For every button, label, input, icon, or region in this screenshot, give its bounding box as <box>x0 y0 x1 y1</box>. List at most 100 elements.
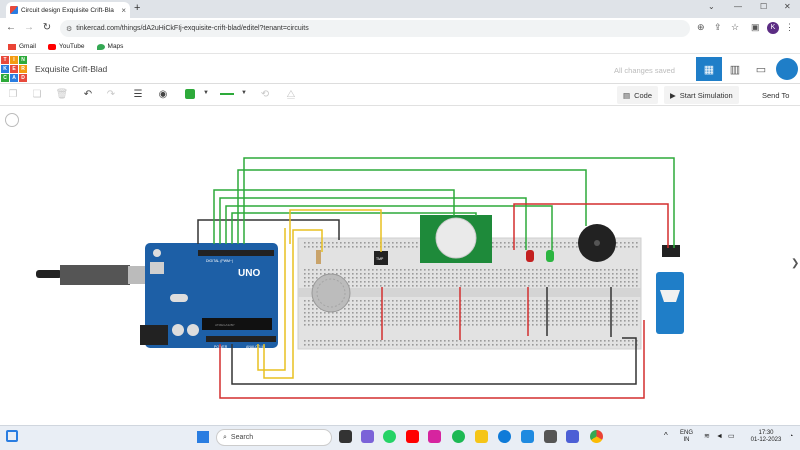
app-icon-grey[interactable] <box>544 430 557 443</box>
redo-icon[interactable]: ↷ <box>106 89 116 100</box>
breadboard-hole <box>632 281 634 283</box>
close-window-icon[interactable]: ✕ <box>784 2 791 11</box>
task-view-icon[interactable] <box>339 430 352 443</box>
breadboard-hole <box>424 277 426 279</box>
breadboard-hole <box>304 312 306 314</box>
edge-icon[interactable] <box>498 430 511 443</box>
notes-icon[interactable]: ☰ <box>133 89 143 100</box>
widgets-icon[interactable] <box>6 430 18 442</box>
language-indicator[interactable]: ENG IN <box>680 430 694 443</box>
minimize-icon[interactable]: — <box>734 2 742 11</box>
breadboard-hole <box>336 324 338 326</box>
resistor[interactable] <box>316 250 321 264</box>
notifications-icon[interactable]: ◔ <box>789 433 794 440</box>
wire-style-swatch[interactable] <box>220 93 234 95</box>
user-avatar[interactable] <box>776 58 798 80</box>
file-explorer-icon[interactable] <box>475 430 488 443</box>
side-panel-icon[interactable]: ▣ <box>751 22 760 32</box>
chevron-up-icon[interactable]: ^ <box>664 431 668 440</box>
breadboard-hole <box>552 304 554 306</box>
copy-icon[interactable]: ❐ <box>8 89 18 100</box>
reset-button[interactable] <box>153 249 161 257</box>
circuit-view-button[interactable]: ▦ <box>696 57 722 81</box>
gas-sensor[interactable] <box>311 273 351 313</box>
flip-icon[interactable]: ⧋ <box>286 89 296 100</box>
breadboard-hole <box>460 273 462 275</box>
taskbar-search[interactable]: ⌕ Search <box>216 429 332 446</box>
close-tab-icon[interactable]: × <box>121 5 126 15</box>
paste-icon[interactable]: ❏ <box>32 89 42 100</box>
breadboard-hole <box>420 340 422 342</box>
reload-icon[interactable]: ↻ <box>42 22 52 33</box>
youtube-app-icon[interactable] <box>406 430 419 443</box>
app-icon-indigo[interactable] <box>566 430 579 443</box>
breadboard-hole <box>368 269 370 271</box>
spotify-icon[interactable] <box>452 430 465 443</box>
windows-start-icon[interactable] <box>197 431 209 443</box>
red-led[interactable] <box>526 250 534 262</box>
chevron-down-icon[interactable]: ▼ <box>203 90 209 96</box>
bookmark-gmail[interactable]: Gmail <box>8 43 36 50</box>
breadboard-hole <box>632 246 634 248</box>
send-to-button[interactable]: Send To <box>762 90 790 100</box>
new-tab-button[interactable]: + <box>134 2 141 14</box>
breadboard-hole <box>560 304 562 306</box>
breadboard-hole <box>432 344 434 346</box>
browser-tab[interactable]: Circuit design Exquisite Crift-Bla × <box>6 2 130 18</box>
app-icon-blue[interactable] <box>521 430 534 443</box>
start-simulation-button[interactable]: ▶Start Simulation <box>664 86 739 104</box>
maximize-icon[interactable]: ☐ <box>760 2 768 11</box>
breadboard-hole <box>476 285 478 287</box>
breadboard-hole <box>492 242 494 244</box>
menu-icon[interactable]: ⋮ <box>785 22 794 32</box>
breadboard-hole <box>516 273 518 275</box>
visibility-icon[interactable]: ◉ <box>158 89 168 100</box>
components-list-button[interactable]: ▥ <box>722 57 748 81</box>
site-info-icon[interactable]: ⚙ <box>66 25 73 33</box>
breadboard-hole <box>444 277 446 279</box>
clock[interactable]: 17:30 01-12-2023 <box>750 430 782 443</box>
schematic-view-button[interactable]: ▭ <box>748 57 774 81</box>
breadboard-hole <box>400 304 402 306</box>
circuit-drawing[interactable]: UNO DIGITAL (PWM~) POWER ANALOG IN ATMEG… <box>0 106 800 425</box>
wifi-icon[interactable]: ≋ <box>704 433 710 440</box>
green-led[interactable] <box>546 250 554 262</box>
chevron-down-icon[interactable]: ⌄ <box>708 2 715 11</box>
profile-avatar[interactable]: K <box>767 22 779 34</box>
whatsapp-icon[interactable] <box>383 430 396 443</box>
expand-panel-icon[interactable]: ❯ <box>791 258 800 269</box>
breadboard-hole <box>556 242 558 244</box>
code-button[interactable]: ▤Code <box>617 86 659 104</box>
breadboard-hole <box>412 312 414 314</box>
bookmark-youtube[interactable]: YouTube <box>47 43 85 50</box>
chevron-down-icon[interactable]: ▼ <box>241 90 247 96</box>
bookmark-star-icon[interactable]: ☆ <box>731 22 740 32</box>
delete-icon[interactable]: 🗑 <box>55 89 69 100</box>
undo-icon[interactable]: ↶ <box>83 89 93 100</box>
fill-color-swatch[interactable] <box>185 89 195 99</box>
breadboard-hole <box>360 285 362 287</box>
install-icon[interactable]: ⊕ <box>697 22 705 32</box>
battery-icon[interactable]: ▭ <box>728 433 735 440</box>
breadboard-hole <box>556 269 558 271</box>
temperature-sensor[interactable] <box>374 251 388 265</box>
breadboard-hole <box>356 246 358 248</box>
servo-motor[interactable] <box>656 272 684 334</box>
forward-icon[interactable]: → <box>24 22 34 33</box>
url-field[interactable]: ⚙ tinkercad.com/things/dA2uHiCkFIj-exqui… <box>60 20 690 37</box>
rotate-icon[interactable]: ⟲ <box>260 89 270 100</box>
instagram-icon[interactable] <box>428 430 441 443</box>
chrome-icon[interactable] <box>590 430 603 443</box>
breadboard-hole <box>512 285 514 287</box>
design-name[interactable]: Exquisite Crift-Blad <box>35 64 108 74</box>
volume-icon[interactable]: ◄ <box>716 433 723 440</box>
zoom-to-fit-icon[interactable] <box>5 113 19 127</box>
teams-icon[interactable] <box>361 430 374 443</box>
breadboard-hole <box>380 344 382 346</box>
bookmark-maps[interactable]: Maps <box>96 43 123 50</box>
breadboard-hole <box>304 246 306 248</box>
share-icon[interactable]: ⇪ <box>714 22 722 32</box>
back-icon[interactable]: ← <box>6 22 16 33</box>
breadboard-hole <box>628 340 630 342</box>
